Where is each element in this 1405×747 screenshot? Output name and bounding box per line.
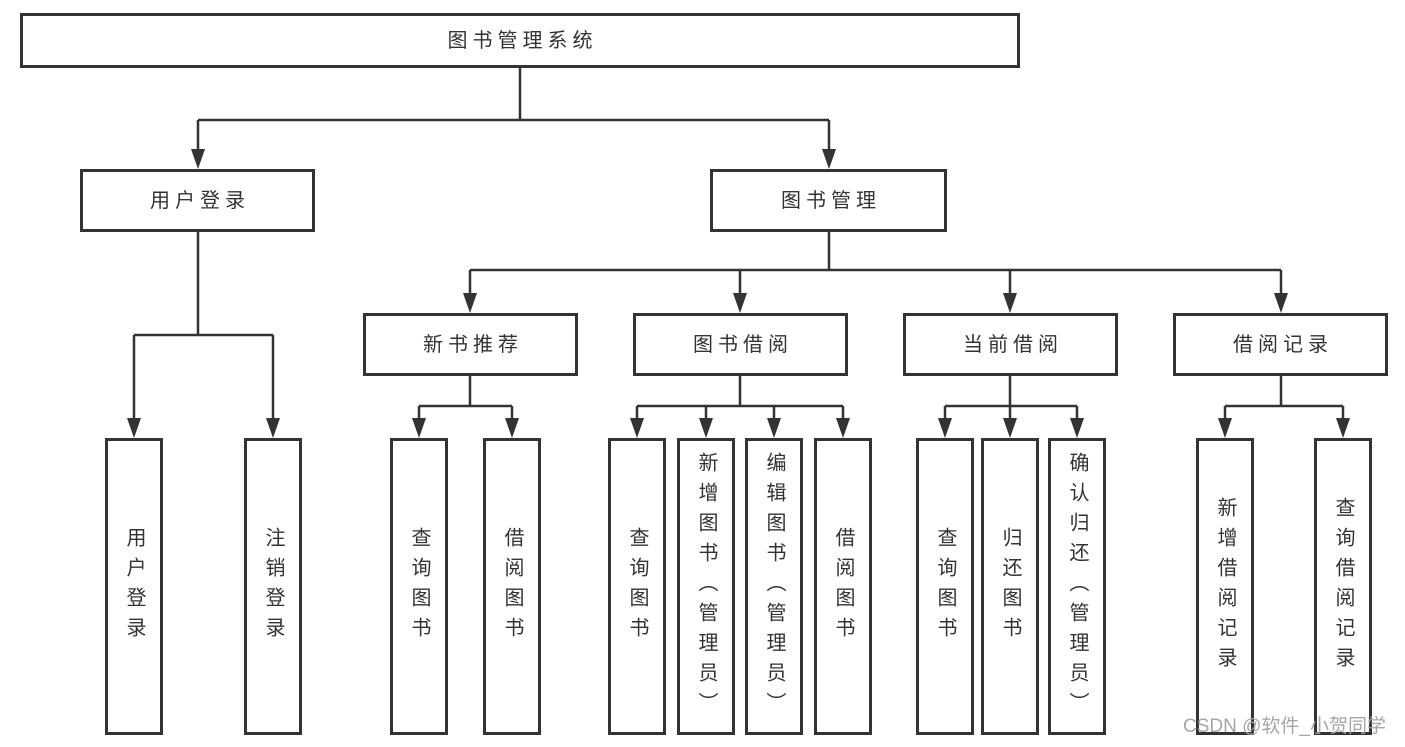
csdn-watermark: CSDN @软件_小贺同学: [1183, 716, 1386, 737]
node-new-book-recommendation: 新书推荐: [363, 313, 578, 376]
arrowhead: [191, 149, 205, 169]
leaf-current-query-books: 查询图书: [916, 438, 974, 735]
leaf-user-login: 用户登录: [105, 438, 163, 735]
node-label: 借阅记录: [1233, 333, 1333, 356]
arrowhead: [505, 418, 519, 438]
leaf-recommend-query-books: 查询图书: [390, 438, 448, 735]
leaf-records-query-borrow-record: 查询借阅记录: [1314, 438, 1372, 735]
node-current-borrowing: 当前借阅: [903, 313, 1118, 376]
arrowhead: [836, 418, 850, 438]
node-user-login: 用户登录: [80, 169, 315, 232]
node-label: 编辑图书（管理员）: [763, 451, 785, 722]
connector-book-management-to-level2: [463, 232, 1288, 313]
leaf-records-add-borrow-record: 新增借阅记录: [1196, 438, 1254, 735]
arrowhead: [1218, 418, 1232, 438]
node-book-management: 图书管理: [710, 169, 947, 232]
leaf-logout: 注销登录: [244, 438, 302, 735]
node-label: 查询图书: [408, 526, 430, 647]
connector-records-to-children: [1218, 376, 1350, 438]
node-label: 用户登录: [150, 189, 250, 212]
arrowhead: [266, 418, 280, 438]
node-label: 借阅图书: [501, 526, 523, 647]
leaf-borrow-edit-books-admin: 编辑图书（管理员）: [745, 438, 803, 735]
connector-borrow-to-children: [630, 376, 850, 438]
arrowhead: [463, 293, 477, 313]
leaf-borrow-borrow-books: 借阅图书: [814, 438, 872, 735]
arrowhead: [733, 293, 747, 313]
node-label: 新增图书（管理员）: [695, 451, 717, 722]
node-label: 确认归还（管理员）: [1066, 451, 1088, 722]
node-borrowing-records: 借阅记录: [1173, 313, 1388, 376]
node-book-borrowing: 图书借阅: [633, 313, 848, 376]
connector-root-to-level1: [191, 68, 836, 169]
node-label: 新增借阅记录: [1214, 496, 1236, 677]
connector-recommend-to-children: [412, 376, 519, 438]
arrowhead: [938, 418, 952, 438]
arrowhead: [127, 418, 141, 438]
arrowhead: [1070, 418, 1084, 438]
leaf-current-confirm-return-admin: 确认归还（管理员）: [1048, 438, 1106, 735]
leaf-borrow-add-books-admin: 新增图书（管理员）: [677, 438, 735, 735]
arrowhead: [1003, 293, 1017, 313]
node-label: 注销登录: [262, 526, 284, 647]
arrowhead: [412, 418, 426, 438]
arrowhead: [1336, 418, 1350, 438]
node-label: 新书推荐: [423, 333, 523, 356]
node-label: 图书借阅: [693, 333, 793, 356]
node-library-management-system: 图书管理系统: [20, 13, 1020, 68]
arrowhead: [630, 418, 644, 438]
node-label: 图书管理系统: [447, 29, 598, 52]
arrowhead: [699, 418, 713, 438]
node-label: 当前借阅: [963, 333, 1063, 356]
node-label: 图书管理: [781, 189, 881, 212]
leaf-current-return-books: 归还图书: [981, 438, 1039, 735]
arrowhead: [1003, 418, 1017, 438]
arrowhead: [822, 149, 836, 169]
arrowhead: [767, 418, 781, 438]
connector-current-to-children: [938, 376, 1084, 438]
connector-user-login-to-children: [127, 232, 280, 438]
leaf-borrow-query-books: 查询图书: [608, 438, 666, 735]
node-label: 用户登录: [123, 526, 145, 647]
node-label: 查询借阅记录: [1332, 496, 1354, 677]
node-label: 借阅图书: [832, 526, 854, 647]
leaf-recommend-borrow-books: 借阅图书: [483, 438, 541, 735]
node-label: 查询图书: [934, 526, 956, 647]
arrowhead: [1274, 293, 1288, 313]
node-label: 归还图书: [999, 526, 1021, 647]
node-label: 查询图书: [626, 526, 648, 647]
